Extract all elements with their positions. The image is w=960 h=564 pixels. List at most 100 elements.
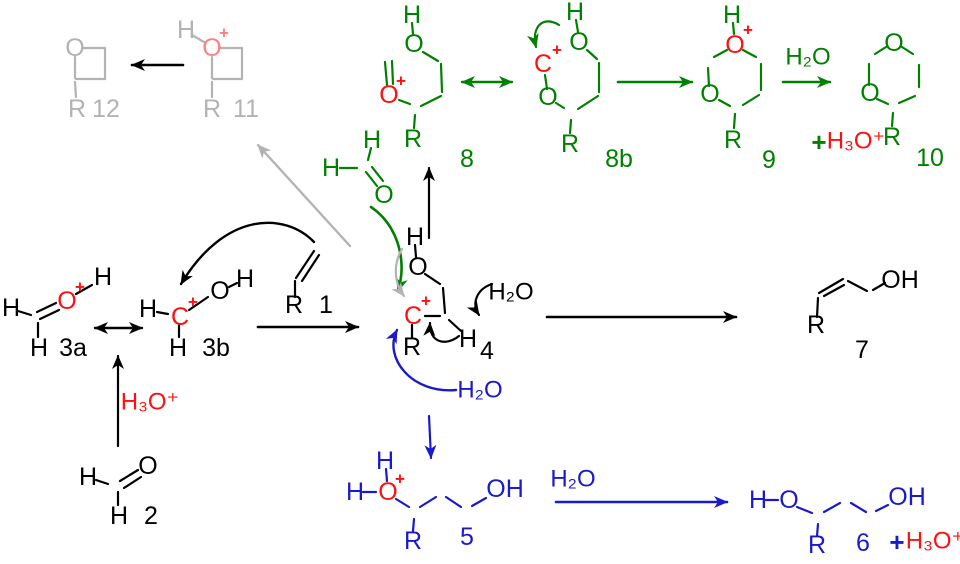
s8-bond-HO — [410, 21, 415, 36]
s6-bond-CR — [815, 522, 820, 538]
s8-dbond-CO — [390, 59, 395, 86]
water-label-blue-attack: H₂O — [457, 377, 502, 404]
s8b-bond-CO — [554, 101, 566, 110]
s5-atom-O: O — [378, 478, 397, 506]
s6-atom-H: H — [749, 486, 767, 514]
s5-atom-H-left: H — [346, 478, 364, 506]
formaldehyde-atom-H-left: H — [322, 154, 340, 182]
s8-atom-R: R — [404, 125, 422, 153]
s9-atom-O-top: O — [725, 31, 744, 59]
s8b-atom-C: C — [534, 50, 552, 78]
s9-plus: + — [743, 21, 753, 40]
s9-ring — [717, 98, 732, 108]
s8b-bond-CC2 — [576, 94, 600, 111]
s10-ring — [900, 45, 915, 56]
s3a-dbond-CO — [38, 308, 61, 321]
s8b-bond-CR — [568, 118, 573, 135]
formaldehyde-bond-HC2 — [366, 146, 373, 162]
s4-plus: + — [421, 292, 431, 311]
s8b-atom-O-bottom: O — [538, 83, 557, 111]
s12-label: 12 — [92, 95, 120, 123]
s10-bond-CR — [890, 111, 895, 128]
s6-bond-CC2 — [849, 501, 868, 514]
s6-atom-R: R — [808, 531, 826, 559]
s12-atom-R: R — [68, 95, 86, 123]
s8b-atom-H: H — [566, 0, 584, 26]
s3b-atom-H-left: H — [139, 295, 157, 323]
arrow-4-to-11-gray — [256, 143, 352, 248]
s11-bond-HO — [190, 33, 206, 44]
plus-sign-blue: + — [889, 527, 904, 557]
s3a-atom-H-left: H — [2, 294, 20, 322]
s5-bond-HO — [384, 467, 389, 483]
s8-plus: + — [396, 72, 406, 91]
water-label-green: H₂O — [785, 44, 830, 71]
s3b-atom-O: O — [210, 277, 229, 305]
water-label-blue-bottom: H₂O — [550, 466, 595, 493]
s11-plus: + — [219, 24, 229, 43]
s7-bond-RC — [815, 296, 820, 319]
plus-sign-green: + — [811, 127, 826, 157]
curved-arrow-water-blue — [385, 328, 458, 392]
s6-bond-OC — [795, 505, 814, 515]
s8b-bond-HO — [574, 18, 580, 34]
s8-atom-O-plus: O — [379, 81, 398, 109]
s3b-plus: + — [188, 293, 198, 312]
s7-atom-OH: OH — [881, 266, 919, 294]
s4-bond-OC — [423, 272, 442, 286]
s4-bond-HO — [413, 243, 418, 259]
s8-bond-CC — [439, 62, 444, 94]
s5-atom-H-top: H — [376, 447, 394, 475]
s3a-label: 3a — [59, 334, 87, 362]
curved-arrow-8b-cyclization — [527, 20, 561, 49]
s3b-bond-HC — [155, 310, 170, 316]
s12-atom-O: O — [65, 34, 84, 62]
s3a-dbond-CO — [35, 301, 58, 314]
s8-bond-CO — [397, 98, 412, 106]
s3a-atom-H-bottom: H — [30, 334, 48, 362]
formaldehyde-atom-H-top: H — [363, 126, 381, 154]
s5-atom-OH: OH — [486, 475, 524, 503]
s2-atom-O: O — [138, 452, 157, 480]
s2-atom-H-bottom: H — [110, 502, 128, 530]
s10-ring — [897, 94, 917, 105]
s10-ring — [875, 97, 890, 106]
s5-bond-CO2 — [470, 496, 488, 508]
s8-atom-H: H — [403, 1, 421, 29]
s7-label: 7 — [855, 336, 869, 364]
s5-bond-CC — [418, 495, 438, 509]
s8b-bond-OC — [585, 48, 599, 61]
hydronium-bottom-label: H₃O⁺ — [906, 528, 960, 555]
s3b-label: 3b — [202, 334, 230, 362]
formaldehyde-dbond-CO — [364, 170, 379, 188]
formaldehyde-atom-O: O — [374, 181, 393, 209]
s8b-plus: + — [552, 41, 562, 60]
s4-atom-H-right: H — [459, 325, 477, 353]
s4-atom-R: R — [403, 333, 421, 361]
s8-atom-O-top: O — [404, 30, 423, 58]
s3a-bond-HC — [16, 309, 33, 317]
s9-bond-HO — [731, 21, 736, 36]
s4-label: 4 — [480, 337, 494, 365]
s8b-label: 8b — [605, 145, 633, 173]
s4-bond-CH — [447, 318, 463, 333]
s9-ring — [712, 48, 729, 59]
s8-dbond-CO — [383, 60, 389, 87]
hydronium-mid-label: H₃O⁺ — [121, 389, 179, 416]
s9-ring — [741, 93, 761, 107]
s6-bond-CO2 — [874, 503, 890, 513]
s8b-atom-O-top: O — [569, 28, 588, 56]
curved-arrow-water-black — [466, 282, 494, 317]
s10-label: 10 — [916, 144, 944, 172]
s5-bond-OC — [394, 497, 411, 509]
s7-dbond-CC — [822, 283, 846, 298]
water-label-black: H₂O — [488, 279, 533, 306]
curved-arrow-formaldehyde-to-c4 — [369, 205, 408, 293]
s9-atom-O-left: O — [700, 80, 719, 108]
s6-atom-OH: OH — [888, 483, 926, 511]
s10-atom-R: R — [883, 123, 901, 151]
s6-atom-O: O — [779, 486, 798, 514]
s3b-atom-H-bottom: H — [169, 334, 187, 362]
